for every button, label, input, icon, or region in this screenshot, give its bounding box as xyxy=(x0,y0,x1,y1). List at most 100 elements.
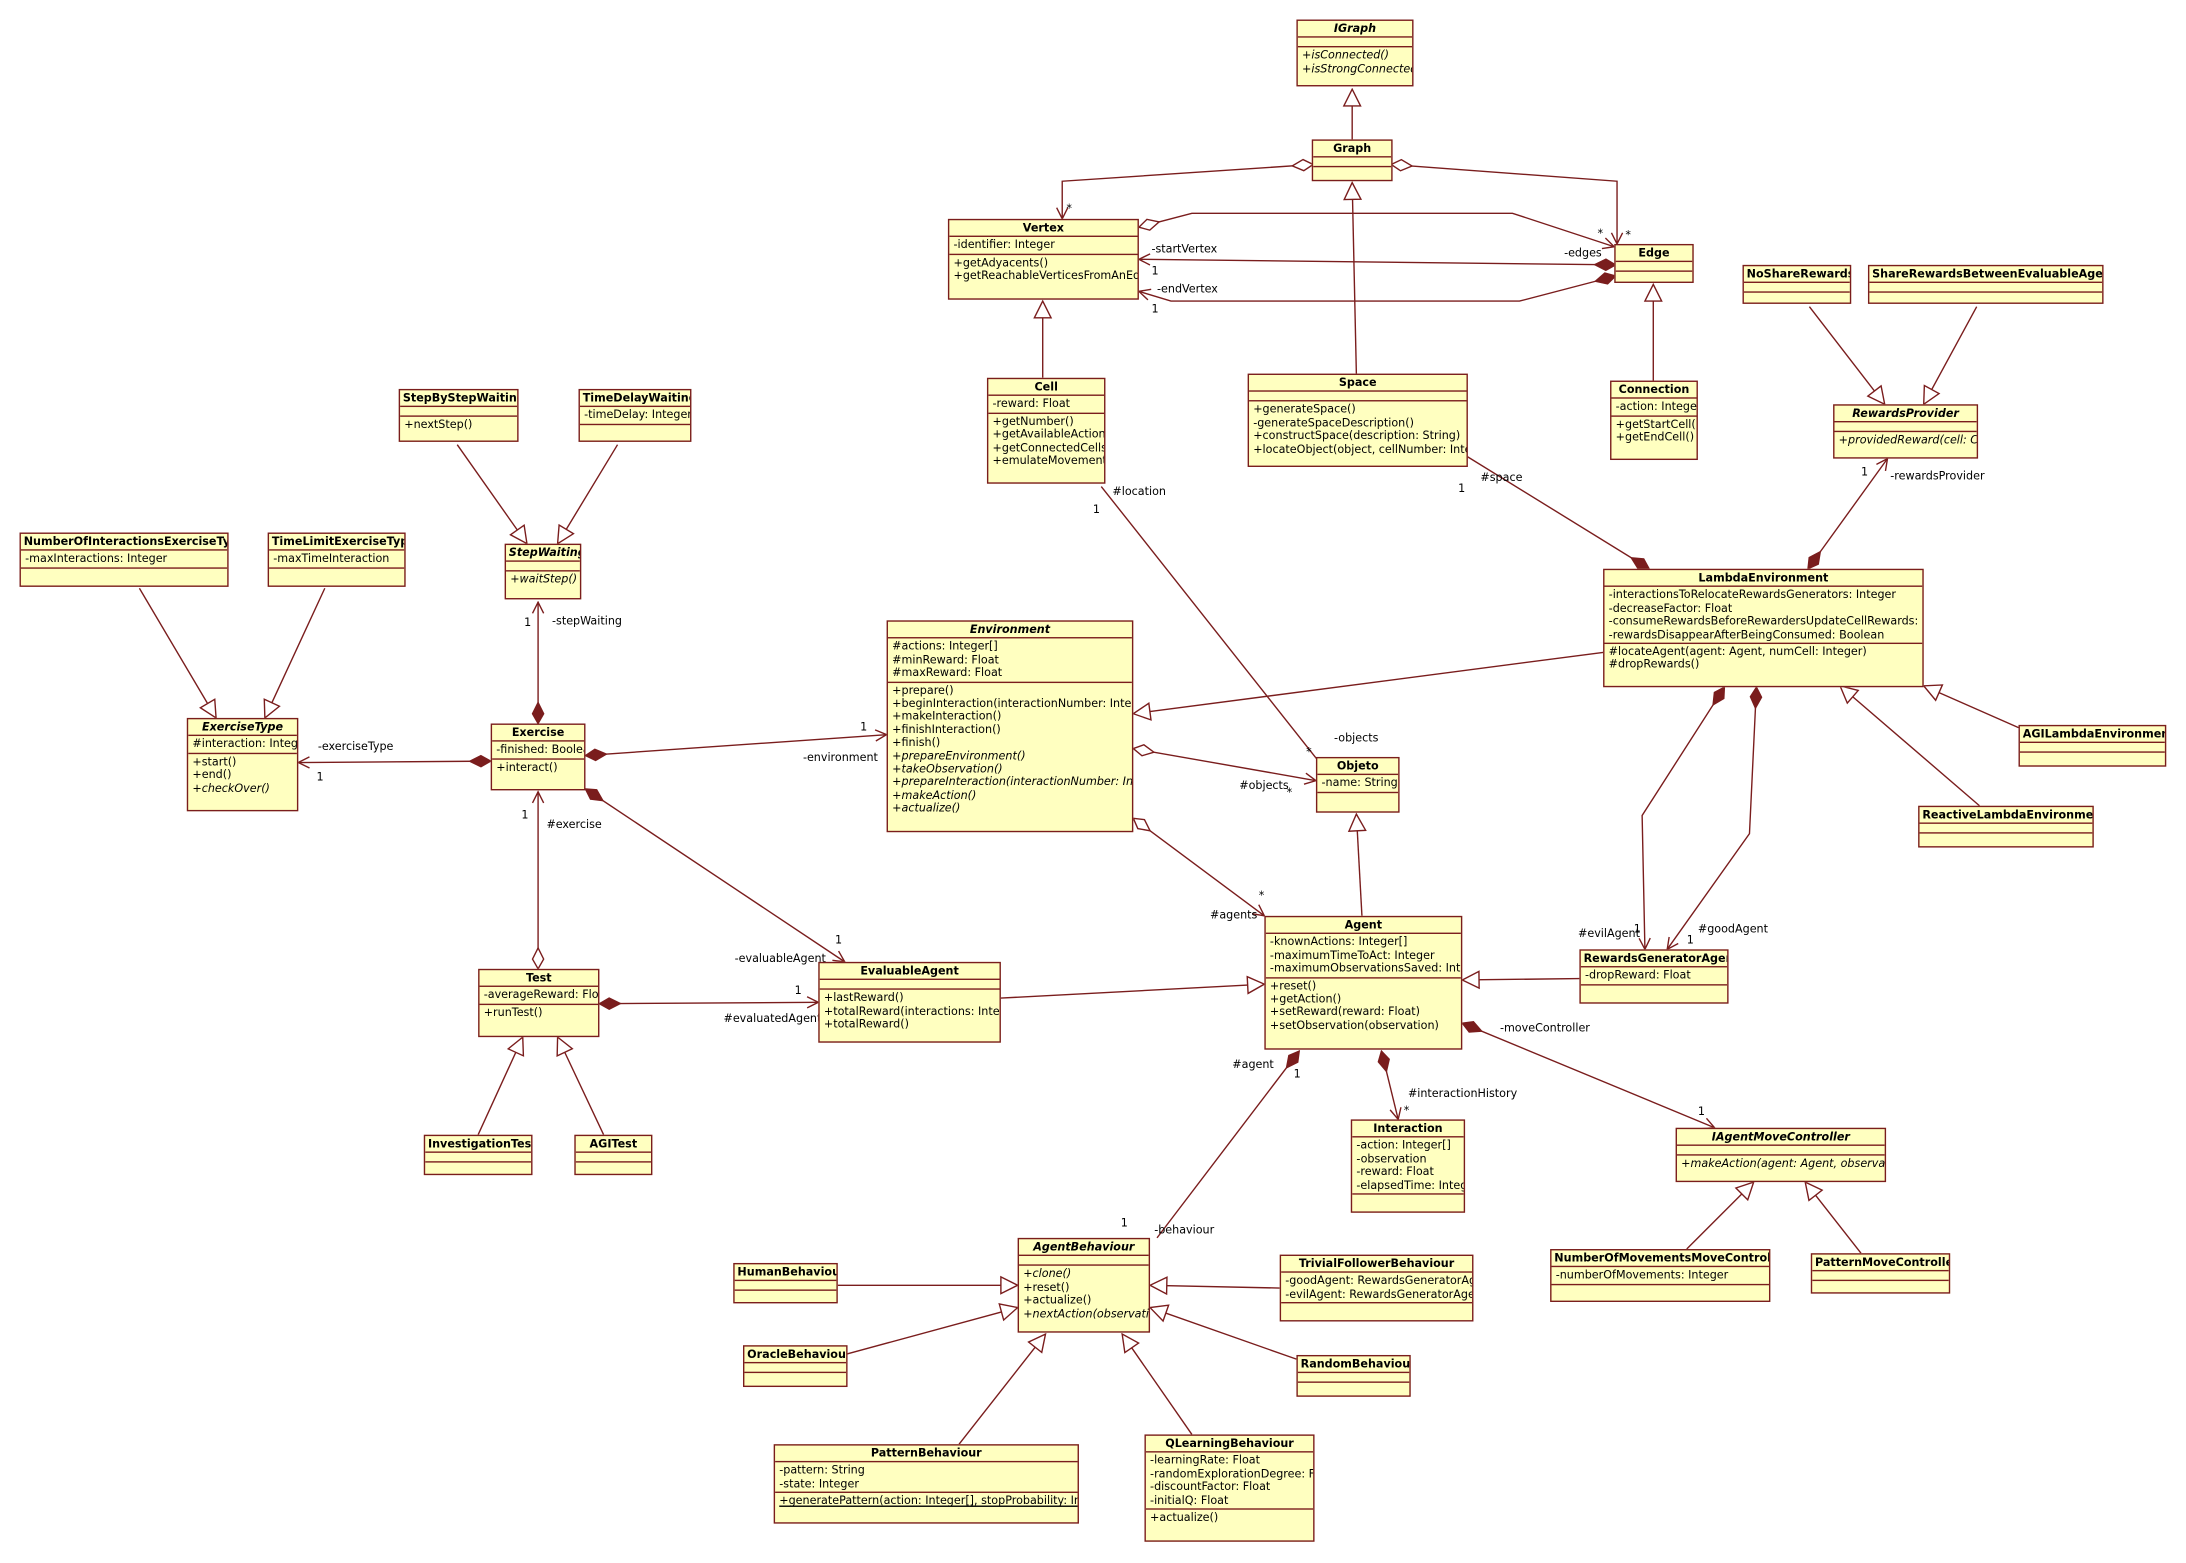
class-investigation-test[interactable]: InvestigationTest xyxy=(423,1134,533,1176)
class-name: ExerciseType xyxy=(201,720,284,734)
class-test[interactable]: Test-averageReward: Float+runTest() xyxy=(478,968,600,1038)
class-rewards-generator-agent[interactable]: RewardsGeneratorAgent-dropReward: Float xyxy=(1579,949,1729,1004)
operation-compartment xyxy=(1869,291,2103,302)
attribute-compartment xyxy=(2019,742,2165,752)
class-reactive-lambda-environment[interactable]: ReactiveLambdaEnvironment xyxy=(1918,805,2094,848)
attribute-compartment xyxy=(1297,1372,1410,1382)
investigationtest-extends-test xyxy=(477,1037,523,1136)
operation-compartment xyxy=(1812,1280,1949,1290)
operation: +generateSpace() xyxy=(1253,403,1356,416)
class-pattern-move-controller[interactable]: PatternMoveController xyxy=(1810,1253,1951,1294)
class-human-behaviour[interactable]: HumanBehaviour xyxy=(733,1262,838,1304)
class-name: Cell xyxy=(1034,380,1058,394)
class-rewards-provider[interactable]: RewardsProvider+providedReward(cell: Cel… xyxy=(1833,404,1979,459)
attribute-compartment: -reward: Float xyxy=(988,395,1105,412)
label-et-role: -exerciseType xyxy=(318,740,394,753)
attribute-compartment xyxy=(819,979,1000,989)
class-cell[interactable]: Cell-reward: Float+getNumber()+getAvaila… xyxy=(986,377,1106,484)
attribute: -averageReward: Float xyxy=(483,988,600,1002)
class-environment[interactable]: Environment#actions: Integer[]#minReward… xyxy=(886,620,1134,833)
operation-compartment xyxy=(744,1372,847,1382)
class-name: Objeto xyxy=(1336,759,1379,773)
class-lambda-environment[interactable]: LambdaEnvironment-interactionsToRelocate… xyxy=(1603,568,1924,688)
class-name: TimeDelayWaiting xyxy=(582,391,692,405)
attribute: -knownActions: Integer[] xyxy=(1269,935,1408,949)
class-exercise-type[interactable]: ExerciseType#interaction: Integer+start(… xyxy=(186,717,299,812)
graph-aggregates-vertex xyxy=(1062,164,1313,218)
attribute: #actions: Integer[] xyxy=(892,640,998,653)
lambda-extends-environment xyxy=(1133,651,1604,713)
operation: +totalReward() xyxy=(823,1017,909,1031)
attribute-compartment: -averageReward: Float xyxy=(479,986,600,1003)
attribute: #interaction: Integer xyxy=(192,737,299,751)
class-connection[interactable]: Connection-action: Integer+getStartCell(… xyxy=(1610,380,1698,461)
operation-compartment xyxy=(1551,1283,1769,1294)
class-random-behaviour[interactable]: RandomBehaviour xyxy=(1296,1354,1411,1397)
class-name: NumberOfInteractionsExerciseType xyxy=(23,535,229,548)
operation: +getEndCell() xyxy=(1615,431,1695,444)
label-start-one: 1 xyxy=(1151,265,1158,278)
agitest-extends-test xyxy=(558,1037,605,1136)
lambda-composes-goodagent xyxy=(1667,687,1756,949)
operation: +end() xyxy=(192,768,232,781)
attribute-compartment xyxy=(1834,421,1977,432)
class-time-delay-waiting[interactable]: TimeDelayWaiting-timeDelay: Integer xyxy=(578,388,692,442)
class-number-of-movements-move-controller[interactable]: NumberOfMovementsMoveController-numberOf… xyxy=(1550,1249,1771,1302)
attribute: -observation xyxy=(1356,1152,1427,1166)
operation-compartment xyxy=(1919,832,2093,843)
class-noshare-rewards[interactable]: NoShareRewards xyxy=(1742,264,1852,304)
class-space[interactable]: Space+generateSpace()-generateSpaceDescr… xyxy=(1247,373,1468,467)
class-evaluable-agent[interactable]: EvaluableAgent+lastReward()+totalReward(… xyxy=(818,961,1001,1043)
operation: +reset() xyxy=(1269,979,1317,993)
attribute-compartment xyxy=(1919,823,2093,833)
class-time-limit-exercise-type[interactable]: TimeLimitExerciseType-maxTimeInteraction xyxy=(267,532,406,587)
environment-aggregates-agents xyxy=(1133,818,1264,916)
class-interaction[interactable]: Interaction-action: Integer[]-observatio… xyxy=(1350,1119,1466,1213)
nummoves-extends-imovecontroller xyxy=(1686,1182,1754,1250)
label-agent-role: #agent xyxy=(1232,1058,1274,1071)
attribute: -pattern: String xyxy=(779,1464,865,1477)
class-igraph[interactable]: IGraph+isConnected()+isStrongConnected() xyxy=(1296,19,1414,87)
operation-compartment xyxy=(269,567,405,577)
class-agent[interactable]: Agent-knownActions: Integer[]-maximumTim… xyxy=(1264,915,1463,1050)
attribute-compartment: -pattern: String-state: Integer xyxy=(775,1461,1078,1491)
class-step-by-step-waiting[interactable]: StepByStepWaiting+nextStep() xyxy=(398,388,519,442)
behaviour-agent-composition xyxy=(1156,1049,1301,1239)
class-trivial-follower-behaviour[interactable]: TrivialFollowerBehaviour -goodAgent: Rewa… xyxy=(1279,1254,1474,1322)
class-name: TrivialFollowerBehaviour xyxy=(1298,1257,1455,1270)
class-objeto[interactable]: Objeto -name: String xyxy=(1315,756,1400,813)
class-step-waiting[interactable]: StepWaiting+waitStep() xyxy=(504,543,582,600)
class-agi-test[interactable]: AGITest xyxy=(574,1134,653,1176)
class-share-rewards[interactable]: ShareRewardsBetweenEvaluableAgents xyxy=(1867,264,2104,304)
class-qlearning-behaviour[interactable]: QLearningBehaviour-learningRate: Float-r… xyxy=(1144,1434,1315,1542)
operation-compartment xyxy=(1580,983,1728,994)
class-edge[interactable]: Edge xyxy=(1614,243,1694,283)
class-name: IAgentMoveController xyxy=(1711,1130,1850,1144)
operation: +setReward(reward: Float) xyxy=(1269,1005,1421,1019)
operation: +makeAction(agent: Agent, observation) xyxy=(1681,1157,1886,1171)
class-pattern-behaviour[interactable]: PatternBehaviour-pattern: String-state: … xyxy=(773,1444,1079,1524)
attribute: -goodAgent: RewardsGeneratorAgent xyxy=(1285,1274,1472,1288)
class-agi-lambda-environment[interactable]: AGILambdaEnvironment xyxy=(2018,724,2167,767)
rewardsgen-extends-agent xyxy=(1462,979,1580,980)
attribute-compartment: -finished: Boolean xyxy=(492,740,584,758)
operation: +waitStep() xyxy=(510,573,578,587)
operation: +isStrongConnected() xyxy=(1301,62,1412,76)
class-vertex[interactable]: Vertex-identifier: Integer+getAdyacents(… xyxy=(947,218,1139,300)
class-agent-behaviour[interactable]: AgentBehaviour+clone()+reset()+actualize… xyxy=(1017,1237,1151,1333)
operation: +getConnectedCells() xyxy=(992,441,1106,454)
operation: +finish() xyxy=(892,736,941,749)
class-graph[interactable]: Graph xyxy=(1311,139,1393,182)
class-number-of-interactions-exercise-type[interactable]: NumberOfInteractionsExerciseType-maxInte… xyxy=(19,532,229,587)
attribute: -name: String xyxy=(1321,777,1398,790)
class-name: RandomBehaviour xyxy=(1300,1357,1411,1371)
class-exercise[interactable]: Exercise-finished: Boolean+interact() xyxy=(490,723,586,791)
class-oracle-behaviour[interactable]: OracleBehaviour xyxy=(743,1345,848,1388)
operation: +nextAction(observation) xyxy=(1023,1307,1149,1320)
operation: +isConnected() xyxy=(1301,49,1390,62)
class-iagent-move-controller[interactable]: IAgentMoveController +makeAction(agent: A… xyxy=(1675,1127,1887,1183)
attribute: #maxReward: Float xyxy=(892,666,1003,680)
exercise-composes-environment xyxy=(585,735,886,756)
label-exercise-one: 1 xyxy=(521,808,528,821)
